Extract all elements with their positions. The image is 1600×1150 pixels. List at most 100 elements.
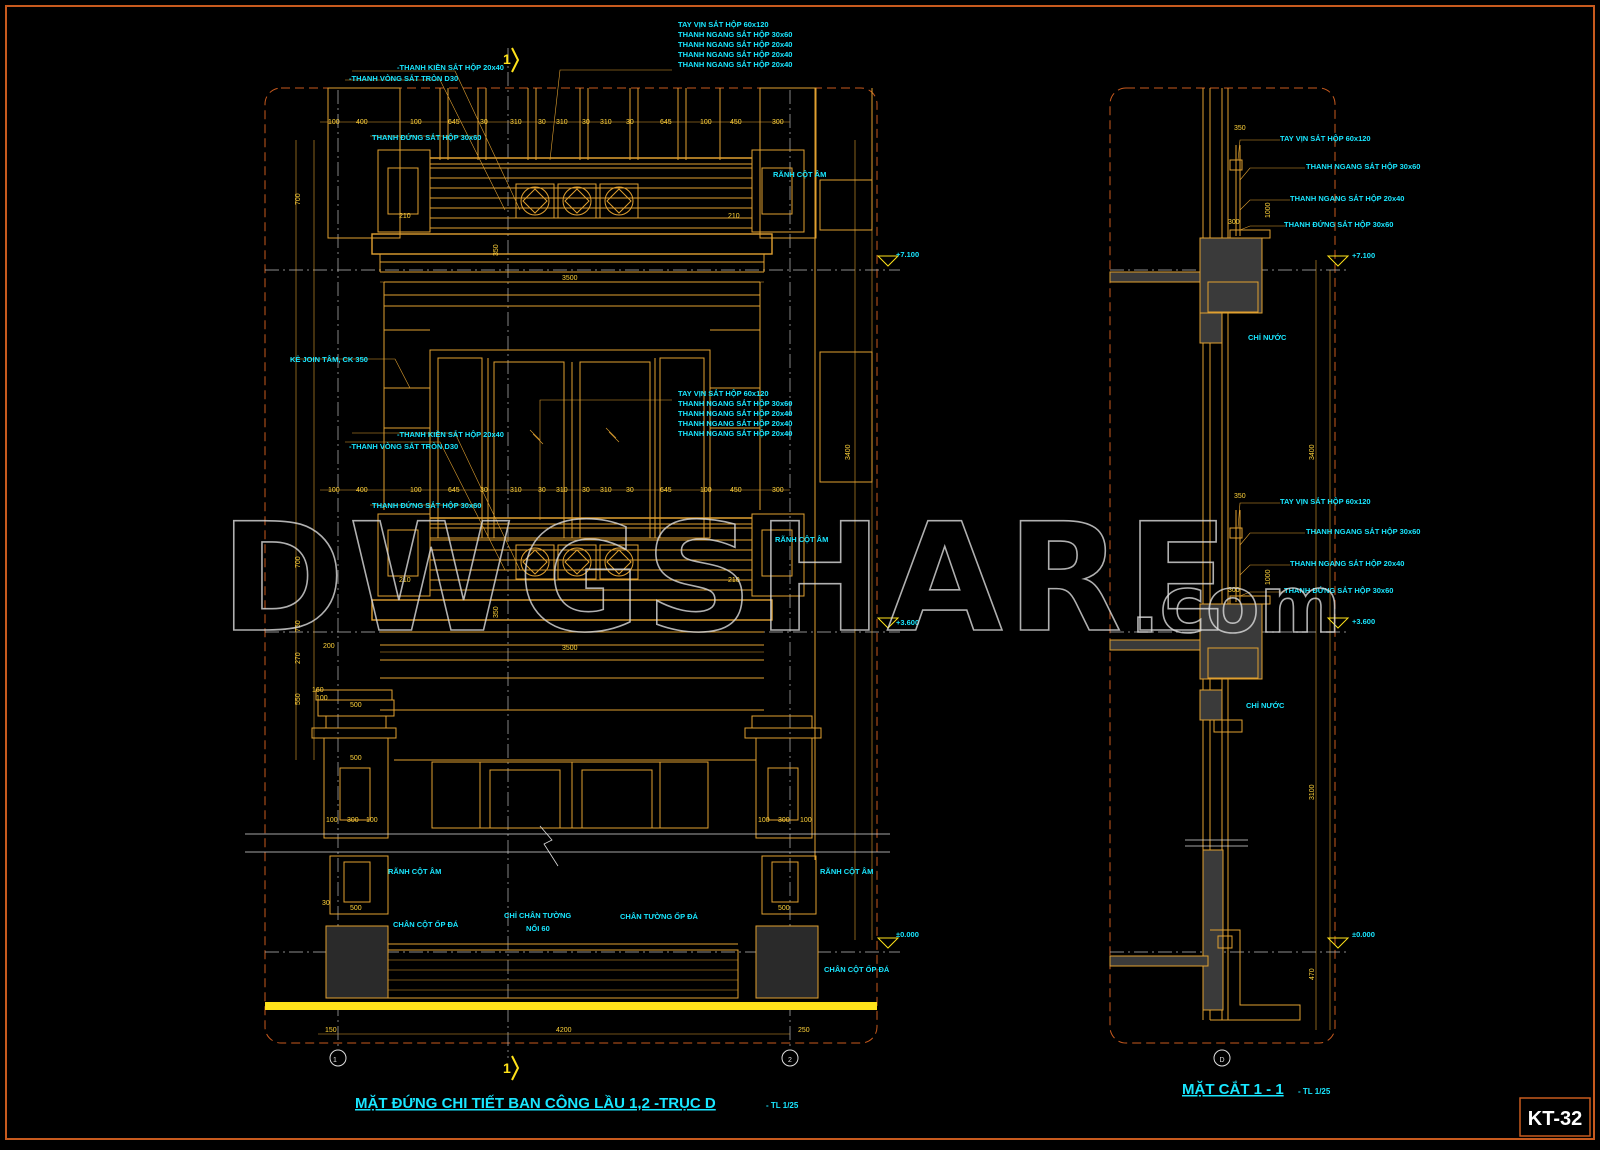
dim-100-a: 100 [326, 817, 338, 824]
dim-text: 400 [356, 487, 368, 494]
dim-300-right: 300 [778, 817, 790, 824]
dim-3500-top: 3500 [562, 275, 578, 282]
dim-text: 450 [730, 487, 742, 494]
dim-210-a: 210 [399, 213, 411, 220]
label-chan-cot-right: CHÂN CỘT ỐP ĐÁ [824, 964, 890, 974]
label-chi-chan: CHỈ CHÂN TƯỜNG [504, 911, 571, 920]
dim-text: 30 [538, 487, 546, 494]
label-vong-mid: -THANH VÒNG SẮT TRÒN D30 [349, 442, 458, 451]
axis-2-label: 2 [788, 1057, 792, 1064]
dim-350-a: 350 [493, 244, 500, 256]
section-labels-top: TAY VỊN SẮT HỘP 60x120 THANH NGANG SẮT H… [1280, 134, 1420, 229]
section-scale: - TL 1/25 [1298, 1087, 1331, 1096]
dim-text: 310 [510, 487, 522, 494]
elevation-scale: - TL 1/25 [766, 1101, 799, 1110]
dim-4200: 4200 [556, 1027, 572, 1034]
dim-text: 30 [538, 119, 546, 126]
sheet-code-box [1519, 1097, 1591, 1137]
dim-text: 645 [660, 487, 672, 494]
dim-text: 30 [480, 119, 488, 126]
dim-150: 150 [325, 1027, 337, 1034]
dim-3400: 3400 [845, 444, 852, 460]
sec-top-label-0: TAY VỊN SẮT HỘP 60x120 [1280, 134, 1371, 143]
dim-750: 750 [295, 620, 302, 632]
section-marker-top: 1 [503, 51, 511, 67]
sec-dim-350-a: 350 [1234, 125, 1246, 132]
brick-plinth [387, 949, 739, 999]
dim-210-c: 210 [399, 577, 411, 584]
section-labels-mid: TAY VỊN SẮT HỘP 60x120 THANH NGANG SẮT H… [1280, 497, 1420, 595]
dim-text: 310 [556, 119, 568, 126]
elev-top-label-0: TAY VỊN SẮT HỘP 60x120 [678, 20, 769, 29]
label-kien-top: -THANH KIỀN SẮT HỘP 20x40 [397, 62, 504, 72]
label-noi: NỔI 60 [526, 924, 550, 933]
elev-mid-label-1: THANH NGANG SẮT HỘP 30x60 [678, 399, 792, 408]
label-joint: KẺ JOIN TÂM, CK 350 [290, 355, 368, 364]
label-dung-top: THANH ĐỨNG SẮT HỘP 30x60 [372, 133, 481, 142]
dim-text: 100 [700, 487, 712, 494]
dim-100-d: 100 [800, 817, 812, 824]
sec-dim-350-b: 350 [1234, 493, 1246, 500]
dim-text: 310 [556, 487, 568, 494]
elevation-view [245, 47, 900, 1081]
level-zero: ±0.000 [896, 930, 919, 939]
dim-3500-mid: 3500 [562, 645, 578, 652]
elev-mid-label-0: TAY VỊN SẮT HỘP 60x120 [678, 389, 769, 398]
dim-300-left: 300 [347, 817, 359, 824]
elevation-top-rail-labels: TAY VỊN SẮT HỘP 60x120 THANH NGANG SẮT H… [678, 20, 792, 69]
dim-text: 310 [600, 119, 612, 126]
label-kien-mid: -THANH KIỀN SẮT HỘP 20x40 [397, 429, 504, 439]
dim-100-e: 100 [316, 695, 328, 702]
dim-text: 100 [410, 119, 422, 126]
dim-text: 450 [730, 119, 742, 126]
elevation-title: MẶT ĐỨNG CHI TIẾT BAN CÔNG LẦU 1,2 -TRỤC… [355, 1094, 716, 1112]
dim-30: 30 [322, 900, 330, 907]
watermark-main: DWGSHARE [220, 492, 1233, 666]
elev-top-label-4: THANH NGANG SẮT HỘP 20x40 [678, 60, 792, 69]
dim-text: 645 [660, 119, 672, 126]
sec-top-label-1: THANH NGANG SẮT HỘP 30x60 [1306, 162, 1420, 171]
dim-text: 100 [328, 487, 340, 494]
dim-350-b: 350 [493, 606, 500, 618]
dim-210-d: 210 [728, 577, 740, 584]
dim-500-d: 500 [778, 905, 790, 912]
sheet-code: KT-32 [1528, 1108, 1582, 1130]
label-ranh-mid: RÃNH CỘT ÂM [775, 535, 828, 544]
sec-top-label-3: THANH ĐỨNG SẮT HỘP 30x60 [1284, 220, 1393, 229]
label-vong-top: -THANH VÒNG SẮT TRÒN D30 [349, 74, 458, 83]
sec-dim-470: 470 [1309, 968, 1316, 980]
dim-text: 100 [328, 119, 340, 126]
elev-top-label-2: THANH NGANG SẮT HỘP 20x40 [678, 40, 792, 49]
sec-level-mid: +3.600 [1352, 617, 1375, 626]
dim-550: 550 [295, 693, 302, 705]
label-ranh-low-left: RÃNH CỘT ÂM [388, 867, 441, 876]
sec-axis-label: D [1219, 1057, 1224, 1064]
dim-270: 270 [295, 652, 302, 664]
dim-160: 160 [312, 687, 324, 694]
label-ranh-top: RÃNH CỘT ÂM [773, 170, 826, 179]
sec-chi-top: CHỈ NƯỚC [1248, 333, 1287, 342]
label-chan-cot-left: CHÂN CỘT ỐP ĐÁ [393, 919, 459, 929]
dim-100-b: 100 [366, 817, 378, 824]
elevation-frame [264, 87, 878, 1044]
dim-700-mid: 700 [295, 556, 302, 568]
dim-700-top: 700 [295, 193, 302, 205]
dim-text: 310 [510, 119, 522, 126]
dims-mid-chain: 100 400 100 645 30 310 30 310 30 310 30 … [328, 487, 784, 494]
sec-top-label-2: THANH NGANG SẮT HỘP 20x40 [1290, 194, 1404, 203]
dim-text: 310 [600, 487, 612, 494]
label-dung-mid: THANH ĐỨNG SẮT HỘP 30x60 [372, 501, 481, 510]
dim-text: 100 [700, 119, 712, 126]
elevation-mid-rail-labels: TAY VỊN SẮT HỘP 60x120 THANH NGANG SẮT H… [678, 389, 792, 438]
sec-dim-1000-b: 1000 [1265, 569, 1272, 585]
dim-text: 400 [356, 119, 368, 126]
elev-mid-label-4: THANH NGANG SẮT HỘP 20x40 [678, 429, 792, 438]
sec-chi-mid: CHỈ NƯỚC [1246, 701, 1285, 710]
label-ranh-low-right: RÃNH CỘT ÂM [820, 867, 873, 876]
dim-500-c: 500 [350, 905, 362, 912]
elev-mid-label-3: THANH NGANG SẮT HỘP 20x40 [678, 419, 792, 428]
dim-text: 645 [448, 119, 460, 126]
stone-base-left [325, 925, 389, 999]
section-title: MẶT CẮT 1 - 1 [1182, 1080, 1284, 1098]
